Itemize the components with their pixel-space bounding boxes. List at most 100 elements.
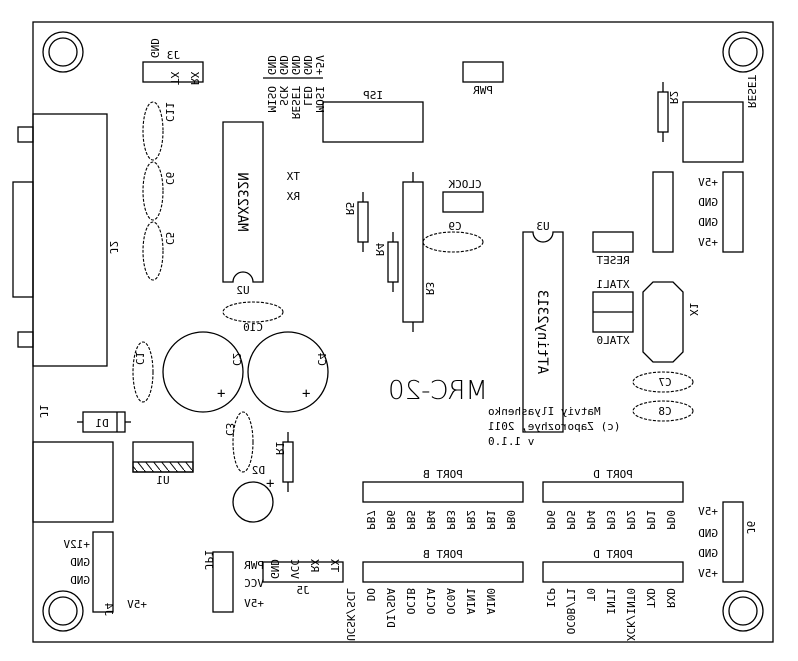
j6-ref: J6 <box>744 521 757 534</box>
connector-j2-db9: J2 <box>12 113 120 367</box>
u3-chip-name: ATtiny2313 <box>534 290 550 374</box>
d1-ref: D1 <box>95 417 108 430</box>
c8-ref: C8 <box>658 405 671 418</box>
capacitor-c11: C11 <box>142 101 176 161</box>
xtal0-label: XTAL0 <box>596 334 629 347</box>
j4-pin-label: +5V <box>127 598 147 611</box>
port-d-bottom-label: PORT D <box>593 548 633 561</box>
board-copyright: (c) Zaporozhye, 2011 <box>488 420 620 433</box>
port-pin-label: PB3 <box>444 510 457 530</box>
r1-ref: R1 <box>273 442 286 455</box>
port-pin-label: PB5 <box>404 510 417 530</box>
j4-pin-label: GND <box>70 556 90 569</box>
c4-plus: + <box>302 386 310 402</box>
j6-pin-label: GND <box>698 527 718 540</box>
board-version: v 1.1.0 <box>488 435 534 448</box>
isp-top-pin: GND <box>277 55 290 75</box>
port-pin-label: PB6 <box>384 510 397 530</box>
diode-d1: D1 <box>77 411 131 433</box>
button-reset: RESET <box>682 75 758 163</box>
mounting-hole-icon <box>722 31 764 73</box>
capacitor-c7: C7 <box>632 371 694 393</box>
connector-j3: J3 GND TX RX <box>142 38 204 85</box>
isp-bottom-pin: MISO <box>265 86 278 113</box>
power-pin-label: +5V <box>698 236 718 249</box>
jp1-pin-label: +5V <box>244 597 264 610</box>
isp-pin-labels: GND GND GND GND +5V MISO SCK RESET LED M… <box>263 55 326 119</box>
port-b-bottom-label: PORT B <box>423 548 463 561</box>
j3-pin-tx: TX <box>168 71 181 85</box>
capacitor-c6: C6 <box>142 161 176 221</box>
port-pin-label: TXD <box>644 588 657 608</box>
j1-ref: J1 <box>37 405 50 418</box>
connector-j4: +12V GND GND +5V J4 <box>63 531 147 616</box>
header-port-b-top: PORT B <box>362 468 524 503</box>
port-d-top-label: PORT D <box>593 468 633 481</box>
r2-ref: R2 <box>667 91 680 104</box>
isp-ref: ISP <box>363 89 383 102</box>
port-pin-label: AIN1 <box>464 588 477 615</box>
j6-pin-label: +5V <box>698 505 718 518</box>
isp-bottom-pin: LED <box>301 86 314 106</box>
r4-ref: R4 <box>373 242 386 256</box>
led-reset: RESET <box>592 231 634 267</box>
port-pin-label: DO <box>364 588 377 601</box>
clock-ref: CLOCK <box>448 178 481 191</box>
led-pwr: PWR <box>462 61 504 97</box>
board-title: MRC-20 <box>388 376 488 406</box>
connector-j1: J1 <box>32 405 114 523</box>
port-pin-label: PD4 <box>584 510 597 530</box>
capacitor-c8: C8 <box>632 400 694 422</box>
j5-pin-label: RX <box>308 559 321 573</box>
led-d2: D2 + <box>232 464 274 523</box>
connector-j6: +5V GND GND +5V J6 <box>698 501 757 583</box>
isp-top-pin: +5V <box>313 55 326 75</box>
port-pin-label: OC1A <box>424 588 437 615</box>
c4-ref: C4 <box>315 352 328 366</box>
connector-isp: ISP <box>322 89 424 143</box>
j5-pin-label: GND <box>268 559 281 579</box>
jp1-pin-label: PWR <box>244 559 264 572</box>
u3-ref: U3 <box>536 220 549 233</box>
u2-ref: U2 <box>236 284 249 297</box>
port-pin-label: PB4 <box>424 510 437 530</box>
isp-bottom-pin: SCK <box>277 86 290 106</box>
jumper-xtal: XTAL1 XTAL0 <box>592 278 634 347</box>
resistor-r1: R1 <box>273 432 294 492</box>
u2-rx-label: RX <box>286 190 300 203</box>
port-pin-label: PD1 <box>644 510 657 530</box>
x1-ref: X1 <box>687 303 700 316</box>
c11-ref: C11 <box>163 102 176 122</box>
jp1-pin-label: VCC <box>244 577 264 590</box>
j3-pin-gnd: GND <box>148 38 161 58</box>
capacitor-c5: C5 <box>142 221 176 281</box>
j6-pin-label: GND <box>698 547 718 560</box>
port-pin-label: PB1 <box>484 510 497 530</box>
capacitor-c10: C10 <box>222 301 284 334</box>
resistor-r2: R2 <box>657 82 680 142</box>
port-pin-label: PD0 <box>664 510 677 530</box>
port-pin-label: XCK/INT0 <box>624 588 637 641</box>
isp-bottom-pin: MOSI <box>313 86 326 113</box>
mounting-hole-icon <box>42 590 84 632</box>
capacitor-c4: C4 + <box>247 331 329 413</box>
j5-ref: J5 <box>296 584 309 597</box>
capacitor-c9: C9 <box>422 220 484 253</box>
j3-pin-rx: RX <box>188 71 201 85</box>
board-outline <box>32 21 774 643</box>
u2-chip-name: MAX232N <box>234 172 250 231</box>
j2-ref: J2 <box>107 241 120 254</box>
capacitor-c3: C3 <box>223 411 254 473</box>
isp-bottom-pin: RESET <box>289 86 302 119</box>
port-pin-label: UCSK/SCL <box>344 588 357 641</box>
c2-plus: + <box>217 386 225 402</box>
resistor-r3: R3 <box>402 172 436 332</box>
xtal1-label: XTAL1 <box>596 278 629 291</box>
connector-j5: GND VCC RX TX J5 <box>262 559 344 597</box>
mounting-hole-icon <box>42 31 84 73</box>
power-header: +5V GND GND +5V <box>652 171 744 253</box>
